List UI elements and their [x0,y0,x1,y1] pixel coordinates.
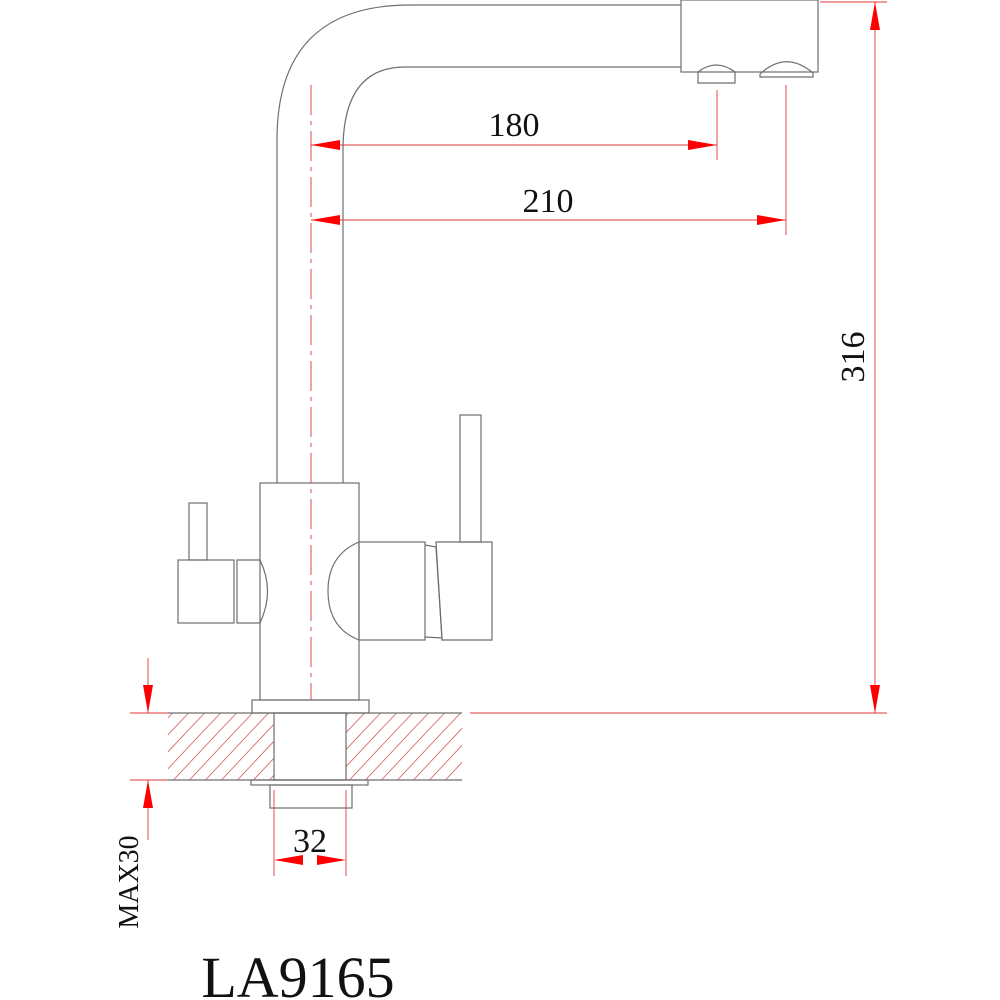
dimension-reach: 180 210 [311,85,787,235]
hatch-line [468,705,548,790]
hatch-line [204,713,270,780]
hatch-line [484,705,564,790]
hatch-line [460,778,462,780]
model-label: LA9165 [201,945,394,1000]
faucet-body [177,414,493,714]
hatch-line [532,705,612,790]
hatch-line [346,713,382,751]
dim-label-316: 316 [835,332,872,383]
counter-section [168,705,628,809]
spout-head [680,0,819,84]
hatch-line [346,713,350,717]
dim-label-180: 180 [489,107,540,144]
hatch-line [500,705,580,790]
hatch-line [516,705,596,790]
hatch-line [252,757,274,780]
hatch-line [468,705,548,790]
hatch-line [516,705,596,790]
hatch-line [548,705,628,790]
hatch-line [428,744,462,780]
hatch-line [412,727,462,780]
hatch-line [532,705,612,790]
hatch-line [484,705,564,790]
hatch-line [220,723,274,780]
hatch-line [168,713,222,770]
hatch-line [268,774,274,780]
hatch-line [168,713,206,753]
hatch-line [346,713,366,734]
hatch-line [500,705,580,790]
hatch-line [396,713,462,780]
hatch-line [548,705,628,790]
hatch-line [444,761,462,780]
hatch-line [168,713,190,736]
hatch-line [346,713,398,768]
dim-label-max30: MAX30 [114,835,145,928]
hatch-line [348,713,414,780]
hatch-line [188,713,254,780]
hatch-line [276,705,356,790]
hatch-line [452,705,532,790]
hatch-line [364,713,430,780]
dim-label-32: 32 [293,823,327,860]
hatch-line [380,713,446,780]
spout [276,4,681,483]
dim-label-210: 210 [523,183,574,220]
hatch-line [236,740,274,780]
dimension-height: 316 [470,1,887,714]
dimension-hole: 32 [273,790,347,876]
hatch-line [172,713,238,780]
dimension-counter-thickness: MAX30 [114,658,168,929]
hatch-line [168,713,174,719]
